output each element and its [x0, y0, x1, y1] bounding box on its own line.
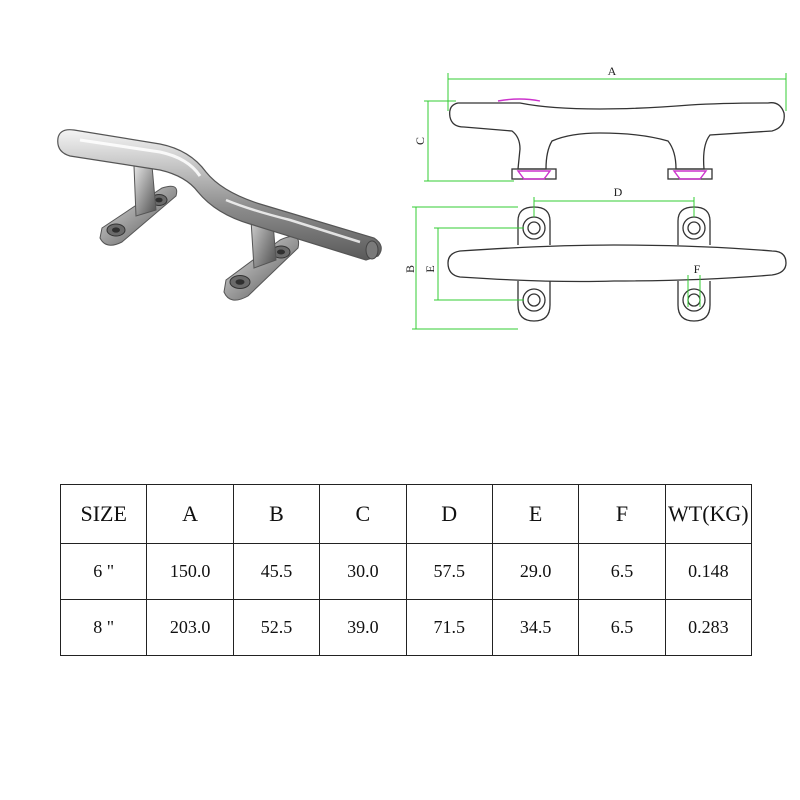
dimension-d-label: D	[614, 185, 623, 199]
cell-f: 6.5	[578, 599, 666, 656]
dimension-e	[434, 227, 524, 301]
dimension-b-label: B	[403, 265, 417, 273]
spec-table: SIZE A B C D E F WT(KG) 6 " 150.0 45.5 3…	[59, 484, 753, 656]
cell-d: 71.5	[405, 599, 493, 656]
table-header-row: SIZE A B C D E F WT(KG)	[59, 484, 753, 544]
dimension-c-label: C	[413, 137, 427, 145]
cell-weight: 0.283	[664, 599, 753, 656]
cell-d: 57.5	[405, 543, 493, 600]
header-weight: WT(KG)	[664, 484, 753, 544]
cell-b: 52.5	[232, 599, 321, 656]
header-size: SIZE	[59, 484, 148, 544]
cleat-back-post	[133, 165, 157, 217]
cell-weight: 0.148	[664, 543, 753, 600]
dimension-b	[412, 206, 518, 330]
dimension-c	[424, 100, 514, 182]
dimension-f	[687, 275, 701, 307]
dimension-d	[533, 197, 695, 217]
top-view	[447, 206, 787, 322]
cleat-front-base	[223, 235, 300, 301]
cell-a: 150.0	[146, 543, 234, 600]
cleat-horn-bar	[57, 129, 382, 261]
side-view-washers	[497, 98, 708, 180]
dimension-a-label: A	[608, 64, 617, 78]
cell-f: 6.5	[578, 543, 666, 600]
cell-e: 29.0	[491, 543, 580, 600]
header-d: D	[405, 484, 493, 544]
header-b: B	[232, 484, 321, 544]
cell-size: 6 "	[59, 543, 148, 600]
dimension-e-label: E	[423, 265, 437, 272]
header-e: E	[491, 484, 580, 544]
header-a: A	[146, 484, 234, 544]
dimension-f-label: F	[694, 262, 701, 276]
cell-b: 45.5	[232, 543, 321, 600]
header-f: F	[578, 484, 666, 544]
header-c: C	[319, 484, 407, 544]
cleat-photo	[57, 129, 382, 301]
cell-c: 30.0	[319, 543, 407, 600]
cell-e: 34.5	[491, 599, 580, 656]
table-row: 8 " 203.0 52.5 39.0 71.5 34.5 6.5 0.283	[59, 599, 753, 656]
side-view	[449, 102, 785, 180]
cleat-technical-drawing: A C D B E F	[403, 64, 787, 330]
table-row: 6 " 150.0 45.5 30.0 57.5 29.0 6.5 0.148	[59, 543, 753, 600]
cell-c: 39.0	[319, 599, 407, 656]
dimension-a	[447, 73, 787, 111]
cell-a: 203.0	[146, 599, 234, 656]
cell-size: 8 "	[59, 599, 148, 656]
